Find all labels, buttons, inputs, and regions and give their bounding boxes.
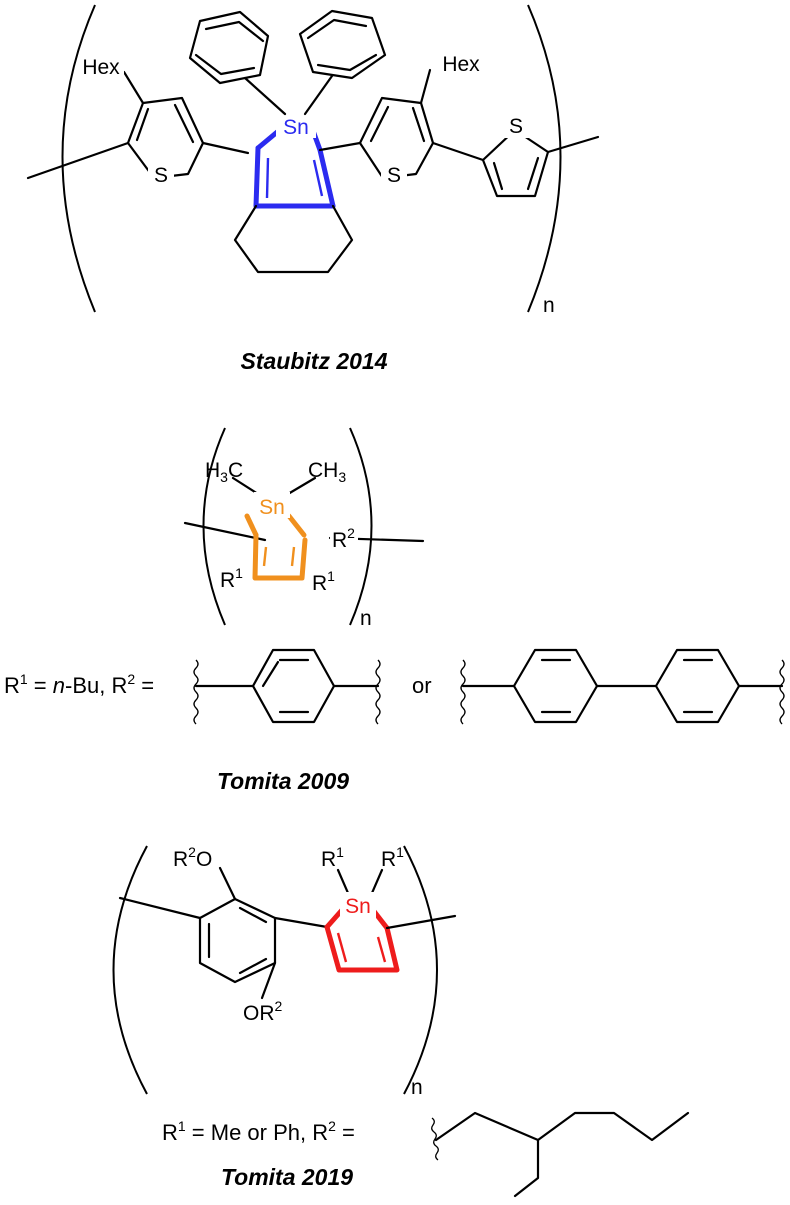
substituent-r1-right: R1 <box>381 844 404 871</box>
r-group-definition-text: R1 = Me or Ph, R2 = <box>162 1118 355 1145</box>
left-parenthesis <box>202 427 226 626</box>
methyl-ch3: CH3 <box>308 459 346 485</box>
atom-label-s: S <box>387 164 401 187</box>
left-thiophene-ring <box>122 70 250 180</box>
stannole-ring-red <box>324 907 400 973</box>
r-group-definition-text: R1 = n-Bu, R2 = <box>4 671 154 698</box>
left-terminal-bond <box>183 521 267 542</box>
wavy-bond-icon <box>460 659 466 725</box>
right-terminal-bond <box>546 135 600 154</box>
atom-label-sn: Sn <box>259 496 285 519</box>
right-parenthesis <box>349 427 373 626</box>
cyclohexane-ring <box>233 204 354 274</box>
methyl-h3c: H3C <box>205 459 243 485</box>
substituent-r1-left: R1 <box>321 844 344 871</box>
benzene-ring <box>198 866 329 1000</box>
left-terminal-bond <box>118 896 202 920</box>
wavy-bond-icon <box>193 659 199 725</box>
left-terminal-bond <box>26 141 130 180</box>
wavy-bond-icon <box>779 659 785 725</box>
right-terminal-bond <box>385 914 457 930</box>
caption-tomita-2009: Tomita 2009 <box>217 768 349 794</box>
atom-label-s: S <box>509 115 523 138</box>
substituent-r2o-top: R2O <box>173 844 212 871</box>
wavy-bond-icon <box>375 659 381 725</box>
stannole-ring-blue <box>253 125 336 209</box>
stannole-ring-orange <box>244 513 308 581</box>
substituent-r1-left: R1 <box>220 565 243 592</box>
phenylene-group <box>193 648 381 725</box>
repeat-unit-n: n <box>411 1076 423 1099</box>
right-thiophene-ring <box>358 68 485 180</box>
substituent-r1-right: R1 <box>312 568 335 595</box>
substituent-or2-bottom: OR2 <box>243 998 283 1025</box>
tomita2009-structure: Sn H3C CH3 R1 R1 R2 n <box>183 427 425 630</box>
substituent-r2: R2 <box>332 525 355 552</box>
left-parenthesis <box>61 4 96 313</box>
caption-tomita-2019: Tomita 2019 <box>221 1164 353 1190</box>
tomita2019-definition: R1 = Me or Ph, R2 = <box>162 1111 690 1198</box>
tomita2019-structure: R2O OR2 Sn R1 R1 n <box>112 844 457 1099</box>
caption-staubitz-2014: Staubitz 2014 <box>241 348 388 374</box>
substituent-hex-left: Hex <box>82 56 120 79</box>
terminal-thiophene-ring <box>481 128 550 198</box>
or-label: or <box>412 673 432 698</box>
tomita2009-definition: R1 = n-Bu, R2 = or <box>4 648 785 725</box>
right-parenthesis <box>527 4 562 313</box>
staubitz-structure: S Hex Sn <box>26 4 600 317</box>
atom-label-sn: Sn <box>283 116 309 139</box>
wavy-bond-icon <box>431 1117 439 1161</box>
atom-label-sn: Sn <box>345 895 371 918</box>
biphenylene-group <box>460 648 785 725</box>
left-parenthesis <box>112 845 148 1095</box>
substituent-hex-right: Hex <box>442 53 480 76</box>
repeat-unit-n: n <box>360 607 372 630</box>
ethylhexyl-chain <box>431 1111 690 1198</box>
phenyl-ring-right <box>298 9 387 116</box>
repeat-unit-n: n <box>543 294 555 317</box>
phenyl-ring-left <box>188 10 287 116</box>
right-parenthesis <box>403 845 438 1095</box>
atom-label-s: S <box>154 164 168 187</box>
